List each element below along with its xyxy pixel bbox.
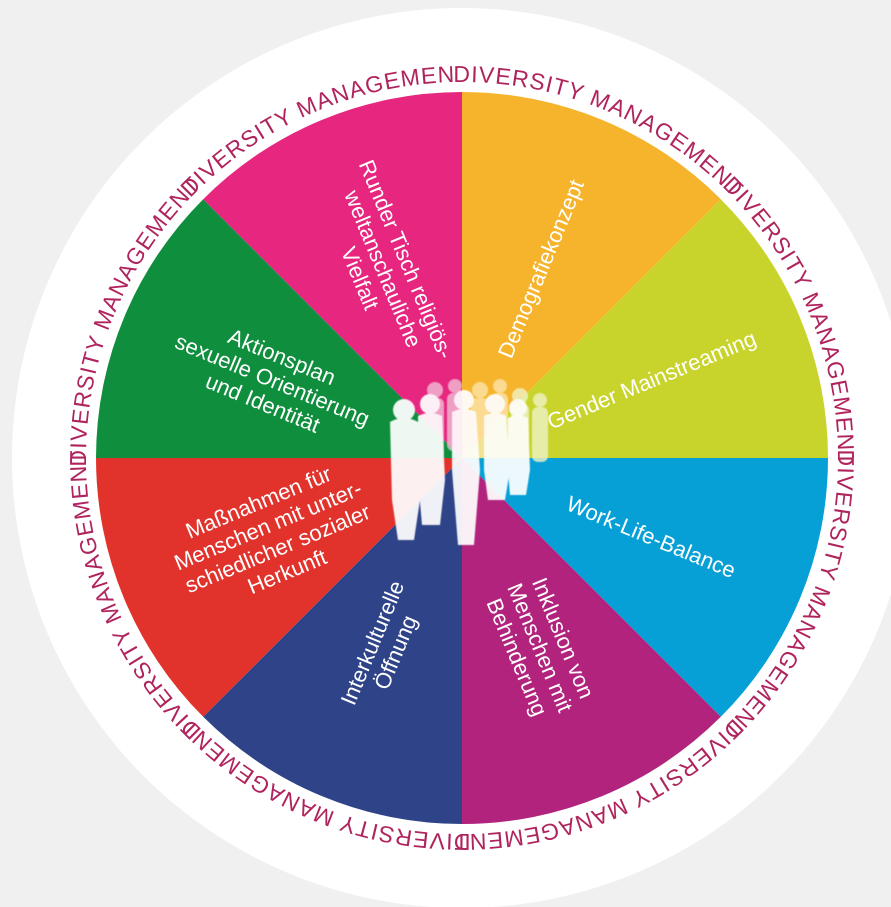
- segment-inklusion: [462, 458, 721, 824]
- segment-interkulturell: [203, 458, 462, 824]
- segment-aktionsplan: [96, 199, 462, 458]
- segment-worklife: [462, 458, 828, 717]
- segment-herkunft: [96, 458, 462, 717]
- segment-runder-tisch: [203, 92, 462, 458]
- segment-gender: [462, 199, 828, 458]
- segments: [96, 92, 828, 824]
- group-of-people-icon: [390, 379, 548, 545]
- segment-demografie: [462, 92, 721, 458]
